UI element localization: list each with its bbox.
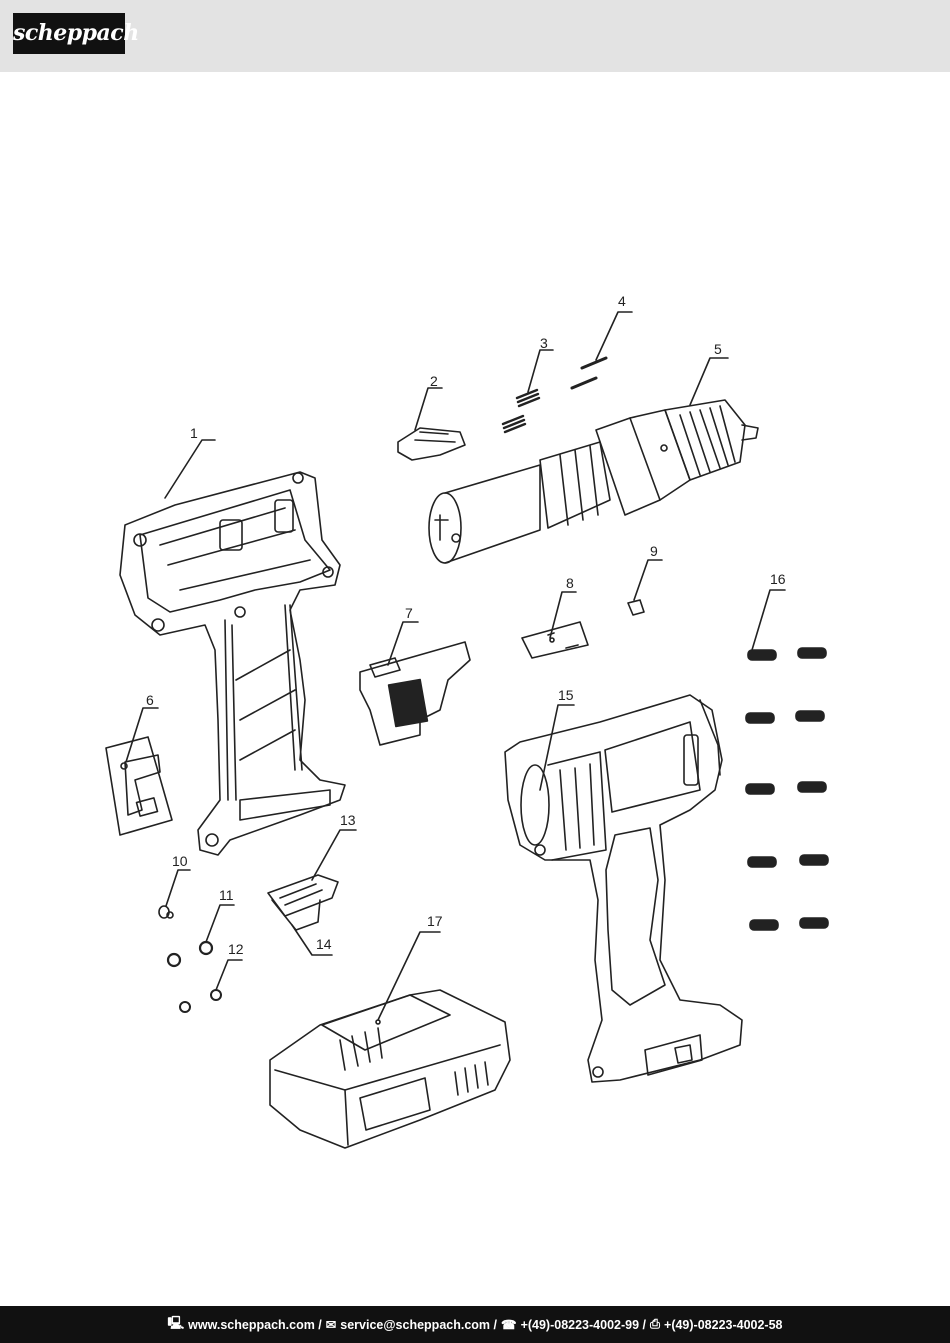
fax-icon: ⎙ <box>650 1317 661 1331</box>
parts-drawing: 1 2 3 4 <box>105 293 829 1149</box>
part-11-nut: 11 <box>166 887 235 968</box>
part-13-14-battery-terminal: 13 14 <box>267 812 357 956</box>
part-2-direction-switch: 2 <box>397 373 466 461</box>
part-15-right-housing: 15 <box>504 687 743 1083</box>
footer-fax: +(49)-08223-4002-58 <box>664 1317 783 1332</box>
part-3-spring: 3 <box>501 335 554 434</box>
footer-mail[interactable]: service@scheppach.com / <box>340 1317 497 1332</box>
callout-4: 4 <box>618 293 626 309</box>
part-4-pin: 4 <box>570 293 633 390</box>
part-17-battery-pack: 17 <box>269 913 511 1149</box>
callout-2: 2 <box>430 373 438 389</box>
callout-7: 7 <box>405 605 413 621</box>
computer-icon: 🖳 <box>167 1316 185 1330</box>
phone-icon: ☎ <box>500 1318 517 1332</box>
callout-10: 10 <box>172 853 188 869</box>
part-9-small-clip: 9 <box>627 543 663 616</box>
part-6-plate: 6 <box>105 692 173 836</box>
callout-6: 6 <box>146 692 154 708</box>
part-8-led-board: 8 <box>521 575 589 659</box>
callout-14: 14 <box>316 936 332 952</box>
part-12-nut: 12 <box>179 941 244 1013</box>
callout-15: 15 <box>558 687 574 703</box>
part-16-screws <box>745 647 829 931</box>
callout-3: 3 <box>540 335 548 351</box>
header-band: scheppach <box>0 0 950 72</box>
part-7-trigger-switch: 7 <box>359 605 471 746</box>
callout-16: 16 <box>770 571 786 587</box>
footer-web[interactable]: www.scheppach.com / <box>188 1317 322 1332</box>
callout-11: 11 <box>219 887 234 903</box>
scheppach-logo: scheppach <box>13 13 139 54</box>
callout-12: 12 <box>228 941 244 957</box>
callout-1: 1 <box>190 425 198 441</box>
envelope-icon: ✉ <box>325 1318 337 1332</box>
contact-footer: 🖳 www.scheppach.com / ✉ service@scheppac… <box>0 1306 950 1343</box>
callout-17: 17 <box>427 913 443 929</box>
callout-9: 9 <box>650 543 658 559</box>
part-5-motor-gearbox-chuck: 5 <box>428 341 759 564</box>
part-10-screw: 10 <box>158 853 191 919</box>
exploded-parts-diagram: 1 2 3 4 <box>0 72 950 1306</box>
footer-phone: +(49)-08223-4002-99 / <box>520 1317 646 1332</box>
callout-5: 5 <box>714 341 722 357</box>
part-16-leader: 16 <box>751 571 786 651</box>
part-1-left-housing: 1 <box>119 425 346 856</box>
callout-13: 13 <box>340 812 356 828</box>
callout-8: 8 <box>566 575 574 591</box>
